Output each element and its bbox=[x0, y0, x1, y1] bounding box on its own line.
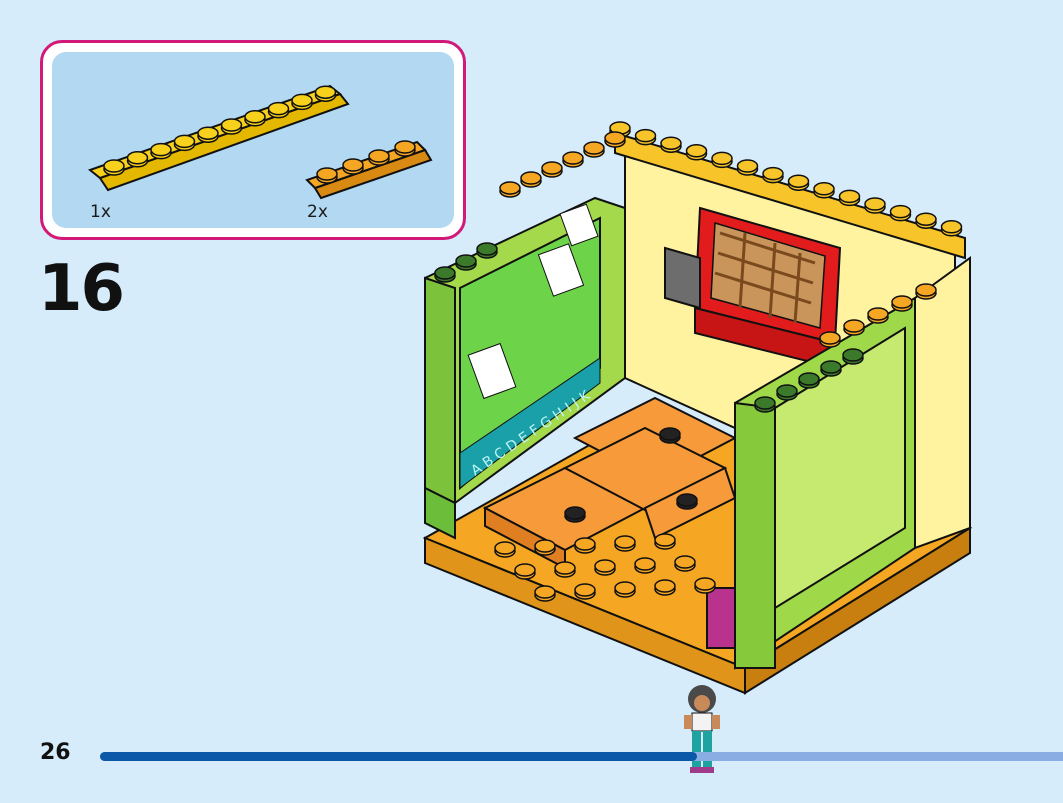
parts-callout: 1x 2x bbox=[40, 40, 466, 240]
orange-plate-icon bbox=[305, 140, 433, 200]
part-qty-orange-plate: 2x bbox=[307, 202, 328, 222]
parts-callout-panel: 1x 2x bbox=[52, 52, 454, 228]
minifigure bbox=[684, 685, 720, 773]
progress-bar bbox=[100, 752, 1063, 761]
progress-bar-fill bbox=[100, 752, 698, 761]
page-number: 26 bbox=[40, 740, 71, 765]
build-model-illustration: A B C D E F G H I J K bbox=[422, 121, 973, 695]
yellow-plate-icon bbox=[87, 84, 350, 192]
step-number: 16 bbox=[38, 252, 125, 326]
part-qty-yellow-plate: 1x bbox=[90, 202, 111, 222]
